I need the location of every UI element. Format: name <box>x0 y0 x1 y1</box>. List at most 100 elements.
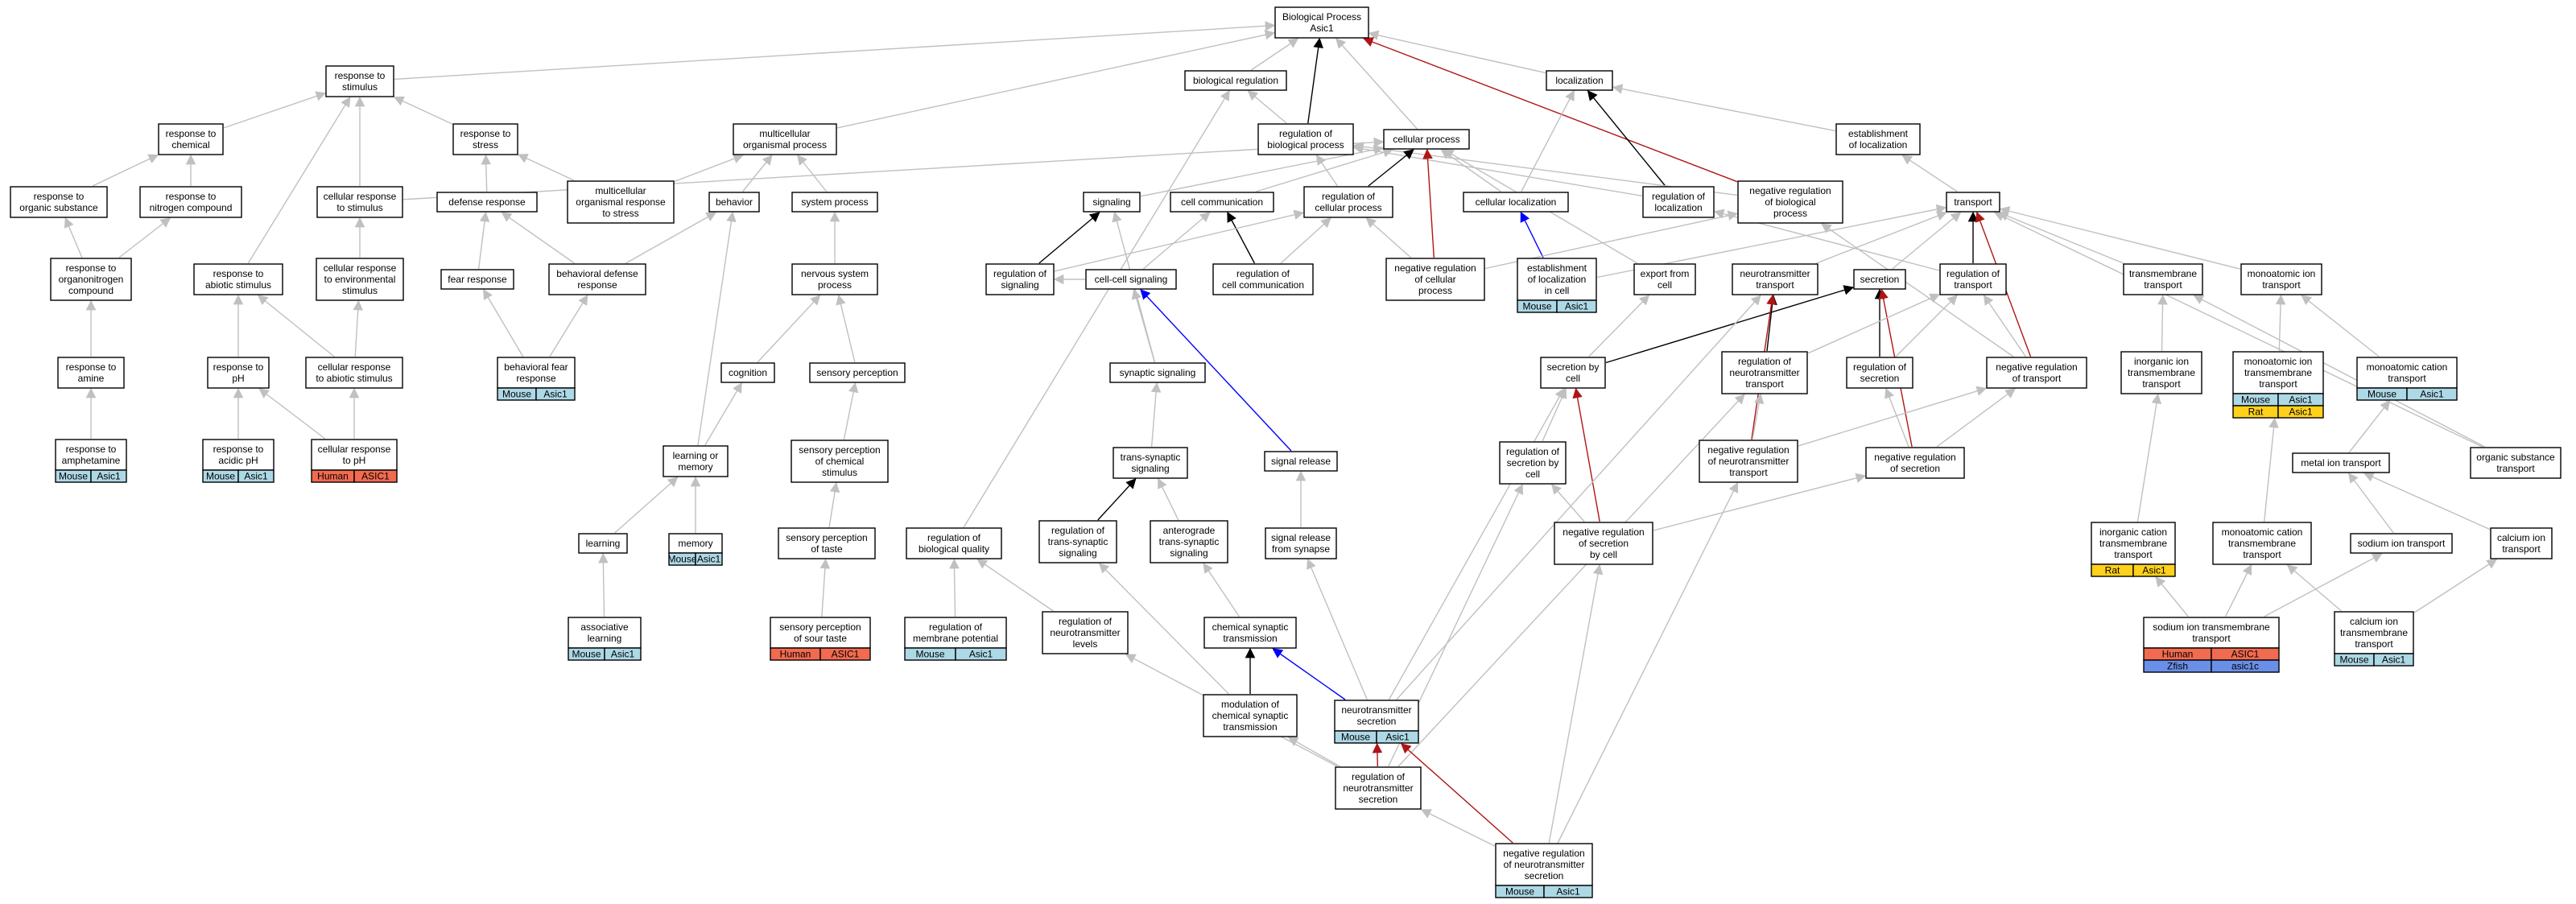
node-box <box>2350 533 2453 554</box>
node-label-line: regulation of <box>1352 771 1406 782</box>
edges-layer <box>64 21 2498 847</box>
node-label-line: transmembrane <box>2129 268 2197 279</box>
edge-negregsecbycell-to-secbycell <box>1572 387 1600 522</box>
node-label-line: trans-synaptic <box>1159 536 1220 547</box>
node-label-line: stimulus <box>342 81 378 93</box>
node-box <box>311 439 398 471</box>
badge-text: Asic1 <box>611 649 635 660</box>
go-term-fearresp: fear response <box>440 269 514 290</box>
badge-cell <box>695 552 723 566</box>
node-label-line: to pH <box>343 455 366 466</box>
edge-naiontrans-to-metaliontrans <box>2348 472 2394 534</box>
edge-regloc-to-loc <box>1587 90 1666 187</box>
node-label-line: regulation of <box>1279 128 1333 139</box>
edge-iitrans-to-tmtrans <box>2157 294 2168 352</box>
badge-text: Asic1 <box>97 471 121 482</box>
node-label-line: transmission <box>1223 633 1277 644</box>
node-box <box>193 263 283 295</box>
node-box <box>1463 192 1569 213</box>
node-label-line: nitrogen compound <box>150 202 233 213</box>
node-label-line: establishment <box>1848 128 1909 139</box>
badge-text: Human <box>780 649 811 660</box>
edge-negregsecbycell-to-negregsec <box>1653 473 1867 531</box>
go-term-ccsig: cell-cell signaling <box>1085 269 1177 290</box>
edge-behfear-to-behdef <box>549 294 588 357</box>
edge-cognition-to-nsp <box>757 295 821 363</box>
node-label-line: cellular response <box>324 262 397 274</box>
badge-text: Mouse <box>915 649 944 660</box>
edge-mop-to-bp <box>836 30 1276 129</box>
edge-learning-to-learnmem <box>614 477 679 534</box>
node-box <box>2120 351 2202 394</box>
node-box <box>1042 611 1129 654</box>
node-label-line: response to <box>213 268 264 279</box>
node-label-line: of sour taste <box>794 633 847 644</box>
node-label-line: of taste <box>811 543 843 555</box>
badge-cell <box>90 469 127 483</box>
edge-negregtrans-to-regtrans <box>1983 294 2026 357</box>
node-label-line: transport <box>1756 279 1794 291</box>
node-box <box>1946 192 2000 213</box>
node-label-line: organic substance <box>19 202 98 213</box>
node-box <box>906 527 1002 559</box>
node-label-line: response to <box>213 361 264 373</box>
node-label-line: secretion <box>1860 274 1900 285</box>
node-box <box>316 258 404 301</box>
node-box <box>548 263 646 295</box>
node-label-line: process <box>1773 208 1807 219</box>
badge-cell <box>2373 653 2414 667</box>
edge-negregntsec-to-regntsec <box>1420 809 1496 847</box>
node-label-line: sensory perception <box>786 532 867 543</box>
node-label-line: localization <box>1654 202 1702 213</box>
edge-negregsec-to-negregtrans <box>1936 388 2017 448</box>
go-term-defresp: defense response <box>436 192 538 213</box>
edge-spsour-to-sptaste <box>819 558 831 617</box>
node-label-line: of localization <box>1849 139 1908 151</box>
edge-secretion-to-transport <box>1892 212 1962 270</box>
badge-text: Human <box>2162 649 2194 660</box>
node-label-line: sodium ion transmembrane <box>2153 621 2270 633</box>
go-term-biolreg: biological regulation <box>1184 70 1287 91</box>
edge-transport-to-estloc <box>1901 155 1958 192</box>
node-label-line: compound <box>68 285 114 296</box>
node-label-line: of cellular <box>1414 274 1455 285</box>
edge-rtchem-to-rts <box>223 91 327 129</box>
node-label-line: signaling <box>1001 279 1038 291</box>
edge-negregntt-to-negregtrans <box>1798 386 1988 447</box>
badge-text: Mouse <box>667 554 696 565</box>
node-box <box>1170 192 1274 213</box>
edge-naiontm-to-mocattm <box>2224 563 2252 617</box>
node-label-line: behavioral defense <box>556 268 638 279</box>
badge-text: Asic1 <box>1556 886 1580 898</box>
edge-cellloc-to-loc <box>1521 89 1575 192</box>
edge-regsig-to-signaling <box>1038 212 1100 264</box>
node-label-line: cell-cell signaling <box>1095 274 1168 285</box>
edge-regloc-to-regbp <box>1352 143 1643 197</box>
node-label-line: signaling <box>1131 463 1169 474</box>
go-term-learning: learning <box>578 533 628 554</box>
node-box <box>708 192 760 213</box>
node-box <box>1303 186 1393 218</box>
node-label-line: cognition <box>729 367 767 378</box>
badge-text: Asic1 <box>543 389 568 400</box>
edge-icattm-to-iitrans <box>2136 393 2162 522</box>
badge-text: Mouse <box>2241 394 2270 406</box>
edge-regmp-to-regbq <box>949 558 960 617</box>
node-box <box>497 357 576 389</box>
